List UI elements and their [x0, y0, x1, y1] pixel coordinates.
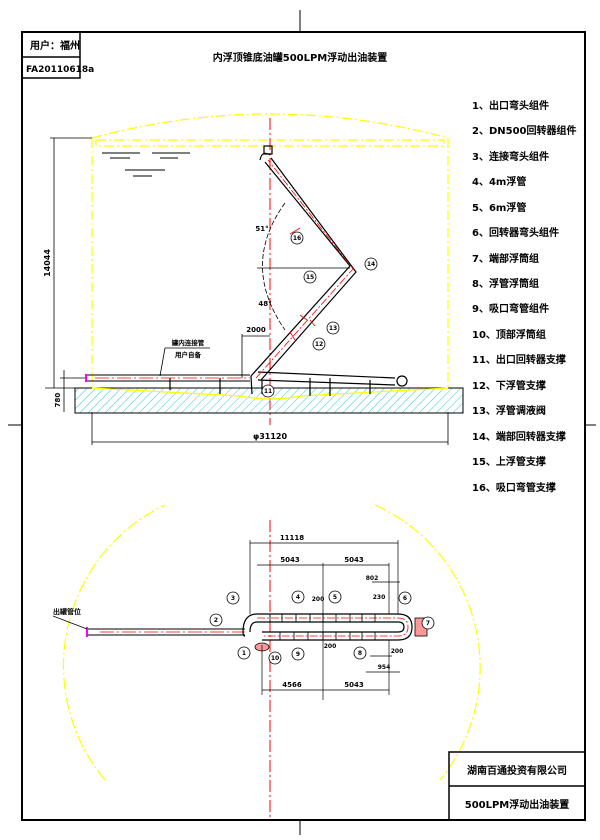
drawing-title: 内浮顶锥底油罐500LPM浮动出油装置: [213, 51, 388, 64]
legend-item: 14、端部回转器支撑: [472, 432, 566, 443]
legend-item: 8、浮管浮筒组: [472, 279, 539, 290]
legend-item: 7、端部浮筒组: [472, 254, 539, 265]
dim-bottom-left: 4566: [282, 681, 302, 689]
callout-6: 6: [403, 595, 407, 602]
legend-item: 2、DN500回转器组件: [472, 126, 577, 137]
legend-item: 1、出口弯头组件: [472, 101, 549, 112]
dim-200-a: 200: [312, 596, 325, 603]
drawing-name: 500LPM浮动出油装置: [464, 799, 570, 811]
legend-item: 16、吸口弯管支撑: [472, 483, 556, 494]
dim-230: 230: [373, 594, 386, 601]
legend-item: 4、4m浮管: [472, 177, 527, 188]
frame-center-marks: [8, 10, 596, 835]
dim-200-c: 200: [391, 648, 404, 655]
title-block: [21, 31, 81, 79]
callout-12: 12: [315, 341, 323, 348]
dim-954: 954: [378, 664, 391, 671]
callout-8: 8: [358, 650, 362, 657]
tank-circle: [62, 504, 481, 781]
legend-item: 3、连接弯头组件: [472, 152, 549, 163]
callout-16: 16: [293, 235, 301, 242]
offset-dimension: 2000: [246, 326, 266, 334]
inlet-pipe: [85, 374, 250, 382]
dim-top-right: 5043: [344, 556, 364, 564]
company-block: [448, 751, 586, 821]
plan-callouts: [209, 590, 435, 665]
callout-5: 5: [333, 594, 337, 601]
liquid-level-icon: [102, 152, 190, 177]
callout-14: 14: [367, 261, 375, 268]
user-label: 用户：福州: [29, 39, 80, 52]
diameter-dimension: φ31120: [253, 432, 288, 441]
outlet-note: 出罐管位: [53, 607, 81, 616]
legend-item: 11、出口回转器支撑: [472, 355, 566, 366]
elevation-callouts: [261, 231, 378, 398]
height-dimension: 14044: [43, 249, 52, 277]
drawing-number: FA20110618a: [26, 65, 94, 75]
floating-pipe: [169, 145, 408, 396]
legend-item: 13、浮管调液阀: [472, 406, 546, 417]
note-connection-pipe: 罐内连接管: [171, 338, 205, 347]
company-name: 湖南百通投资有限公司: [467, 765, 567, 777]
callout-4: 4: [296, 594, 300, 601]
callout-10: 10: [271, 655, 279, 662]
u-pipe: [242, 613, 413, 641]
dim-top-left: 5043: [280, 556, 300, 564]
drawing-frame: [21, 31, 586, 821]
legend-item: 6、回转器弯头组件: [472, 228, 559, 239]
angle-upper: 51°: [255, 225, 268, 233]
legend-item: 10、顶部浮筒组: [472, 330, 546, 341]
plan-view: 11118 5043 5043 802 200 230 200 200 954 …: [52, 504, 481, 820]
legend-item: 5、6m浮管: [472, 203, 527, 214]
support-legs: [289, 227, 316, 341]
note-user-supplied: 用户自备: [174, 350, 202, 359]
callout-2: 2: [214, 617, 218, 624]
callout-9: 9: [296, 651, 300, 658]
angle-lower: 48°: [258, 300, 271, 308]
legend-item: 12、下浮管支撑: [472, 381, 546, 392]
dim-bottom-right: 5043: [344, 681, 364, 689]
callout-13: 13: [329, 325, 337, 332]
callout-3: 3: [231, 595, 235, 602]
base-dimension: 780: [54, 393, 62, 408]
callout-7: 7: [426, 620, 430, 627]
plan-dimensions: [249, 540, 400, 700]
dim-200-b: 200: [324, 643, 337, 650]
legend-item: 9、吸口弯管组件: [472, 304, 549, 315]
outlet-pipe-plan: [86, 627, 245, 637]
callout-1: 1: [242, 650, 246, 657]
legend-item: 15、上浮管支撑: [472, 457, 546, 468]
callout-11: 11: [264, 388, 272, 395]
dim-802: 802: [366, 575, 379, 582]
callout-15: 15: [306, 274, 314, 281]
dim-overall: 11118: [280, 534, 304, 542]
tank-bottom: [91, 387, 449, 400]
elevation-dimensions: [45, 137, 449, 445]
elevation-view: 14044 780 φ31120 2000 51° 48° 罐内连接管 用户自备…: [43, 113, 464, 445]
